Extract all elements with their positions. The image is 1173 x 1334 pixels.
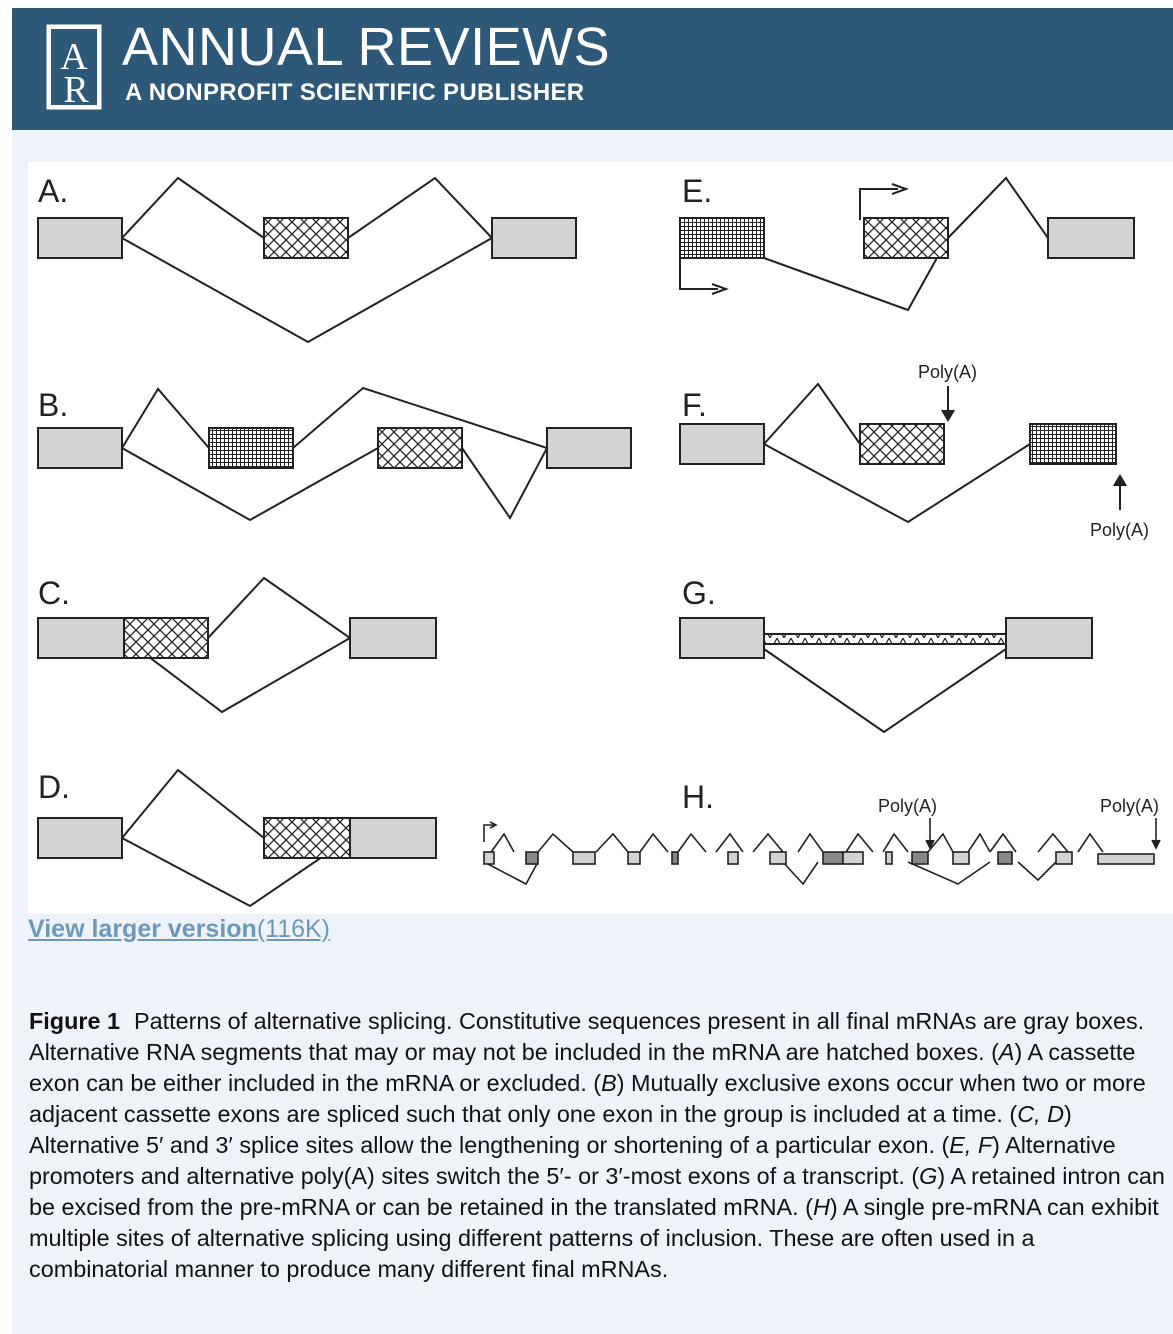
panel-label-a: A. — [38, 173, 68, 209]
caption-text: ) A single pre-mRNA can exhibit multiple… — [29, 1194, 1159, 1282]
caption-text: ) Mutually exclusive exons occur when tw… — [29, 1070, 1146, 1127]
caption-ref-b: B — [601, 1070, 617, 1096]
annual-reviews-logo: A R — [46, 24, 102, 110]
figure-label: Figure 1 — [29, 1008, 120, 1034]
figure-image[interactable]: A. B. C. D. E. F. G. H. Poly(A) Poly(A) … — [28, 162, 1173, 914]
view-larger-text[interactable]: View larger version — [28, 915, 257, 943]
caption-ref-a: A — [998, 1039, 1015, 1065]
panel-g-diagram — [679, 617, 1093, 734]
view-larger-version-link[interactable]: View larger version(116K) — [28, 912, 330, 946]
poly-a-label-h-middle: Poly(A) — [878, 796, 937, 816]
panel-label-b: B. — [38, 387, 68, 423]
panel-b-diagram — [37, 386, 632, 522]
brand-title: ANNUAL REVIEWS — [122, 17, 611, 77]
panel-d-diagram — [37, 768, 437, 908]
caption-text: ) A cassette exon can be either included… — [29, 1039, 1136, 1096]
caption-ref-h: H — [812, 1194, 830, 1220]
page-frame: A R ANNUAL REVIEWS A NONPROFIT SCIENTIFI… — [12, 8, 1173, 1334]
panel-c-diagram — [37, 576, 437, 714]
brand-subtitle: A NONPROFIT SCIENTIFIC PUBLISHER — [125, 79, 585, 106]
caption-ref-g: G — [919, 1163, 938, 1189]
panel-label-f: F. — [682, 387, 707, 423]
image-size[interactable]: (116K) — [256, 915, 331, 943]
caption-ref-cd: C, D — [1017, 1101, 1064, 1127]
panel-f-diagram — [679, 382, 1127, 524]
poly-a-label-f-bottom: Poly(A) — [1090, 520, 1149, 540]
panel-label-c: C. — [38, 575, 70, 611]
logo-letter-r: R — [63, 69, 89, 110]
panel-e-diagram — [679, 176, 1135, 312]
caption-text: ) A retained intron can be excised from … — [29, 1163, 1165, 1220]
caption-text: ) Alternative promoters and alternative … — [29, 1132, 1116, 1189]
poly-a-label-f-top: Poly(A) — [918, 362, 977, 382]
caption-ref-ef: E, F — [949, 1132, 993, 1158]
panel-label-d: D. — [38, 769, 70, 805]
panel-a-diagram — [37, 176, 577, 344]
caption-text: Patterns of alternative splicing. Consti… — [29, 1008, 1145, 1065]
caption-text: ) Alternative 5′ and 3′ splice sites all… — [29, 1101, 1072, 1158]
header-banner: A R ANNUAL REVIEWS A NONPROFIT SCIENTIFI… — [12, 8, 1173, 130]
panel-label-e: E. — [682, 173, 712, 209]
panel-label-h: H. — [682, 779, 714, 815]
logo-letter-a: A — [60, 36, 88, 78]
panel-h-diagram — [483, 818, 1161, 886]
panel-label-g: G. — [682, 575, 716, 611]
poly-a-label-h-right: Poly(A) — [1100, 796, 1159, 816]
